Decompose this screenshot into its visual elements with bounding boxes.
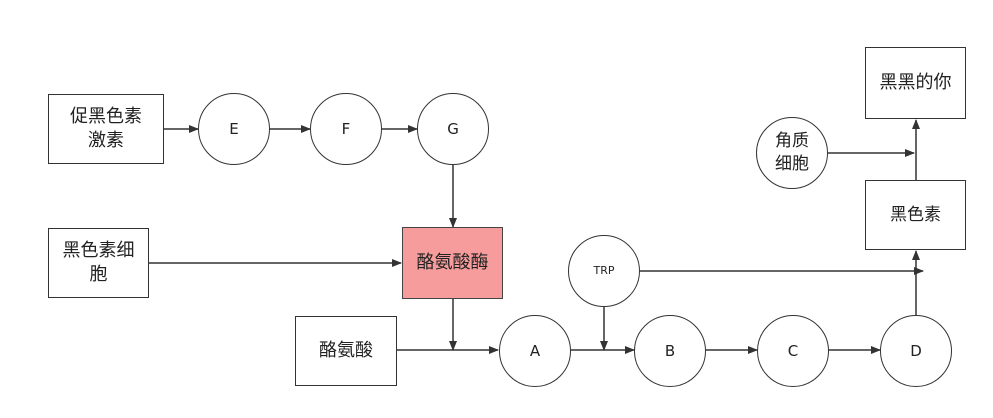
node-trp: TRP bbox=[568, 235, 640, 307]
node-a: A bbox=[499, 315, 571, 387]
node-tyrosinase: 酪氨酸酶 bbox=[402, 227, 503, 299]
node-g: G bbox=[417, 93, 489, 165]
node-d: D bbox=[880, 315, 952, 387]
node-f: F bbox=[310, 93, 382, 165]
node-result: 黑黑的你 bbox=[865, 47, 966, 119]
node-keratinocyte: 角质 细胞 bbox=[756, 117, 828, 189]
node-melanin: 黑色素 bbox=[865, 180, 966, 250]
node-e: E bbox=[198, 93, 270, 165]
node-c: C bbox=[757, 315, 829, 387]
node-b: B bbox=[634, 315, 706, 387]
node-melanocyte: 黑色素细 胞 bbox=[48, 228, 149, 298]
node-tyrosine: 酪氨酸 bbox=[295, 316, 397, 386]
node-msh-hormone: 促黑色素 激素 bbox=[48, 94, 164, 164]
